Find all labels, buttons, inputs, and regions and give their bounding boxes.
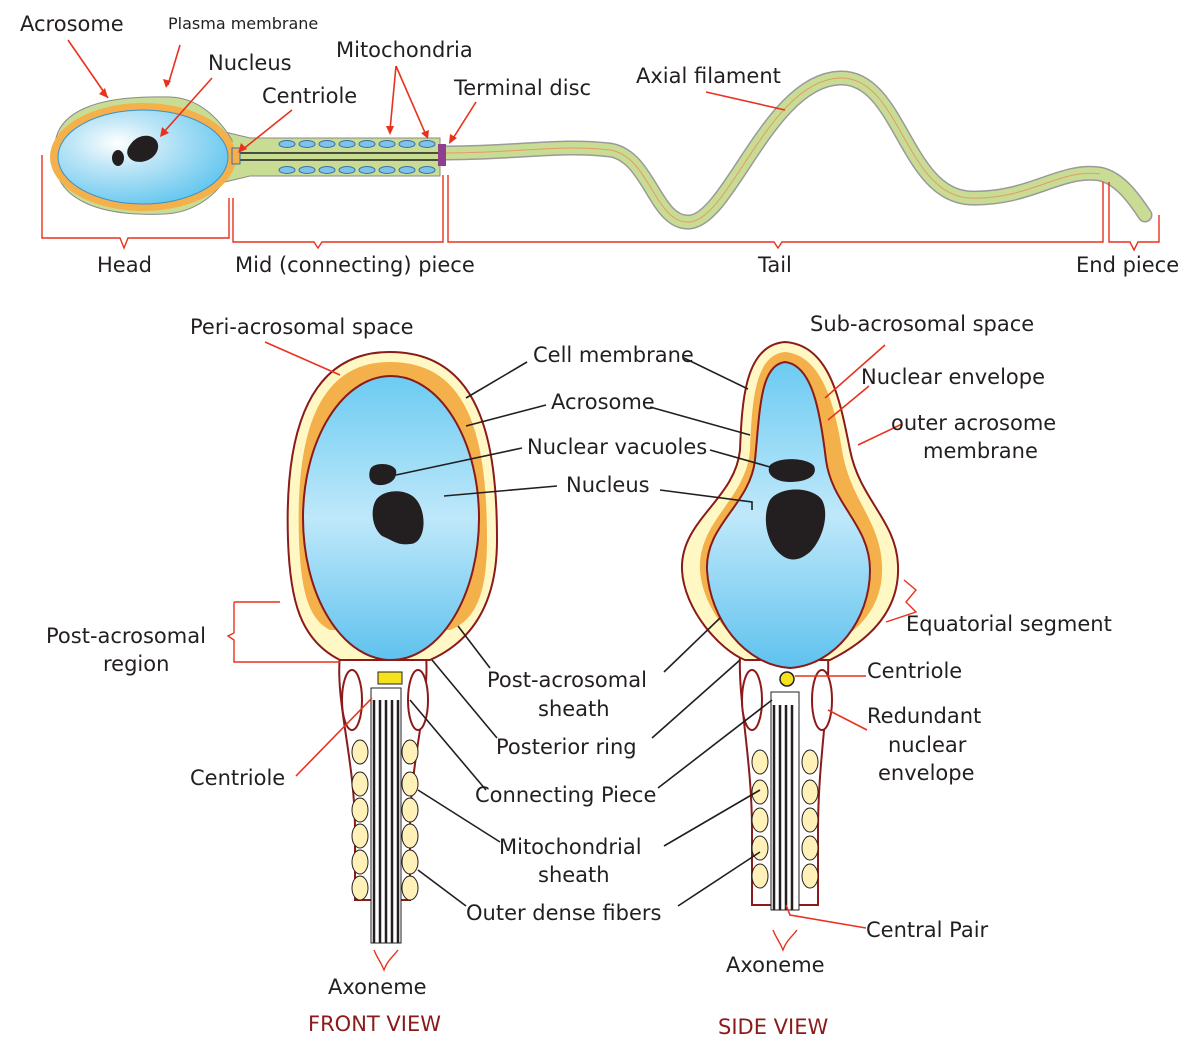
title-front-view: FRONT VIEW (308, 1012, 441, 1036)
label-plasma-membrane: Plasma membrane (168, 14, 318, 33)
label-nucleus-top: Nucleus (208, 51, 292, 75)
label-acrosome-bottom: Acrosome (551, 390, 655, 414)
label-post-acrosomal-sheath-line1: Post-acrosomal (487, 668, 647, 692)
front-view-illustration (286, 350, 499, 944)
label-nucleus-bottom: Nucleus (566, 473, 650, 497)
label-mitochondrial-sheath-line2: sheath (538, 863, 610, 887)
label-redundant-nuclear-envelope-line3: envelope (878, 761, 975, 785)
label-post-acrosomal-region-line2: region (103, 652, 169, 676)
label-terminal-disc: Terminal disc (453, 76, 591, 100)
label-tail: Tail (757, 253, 792, 277)
label-centriole-top: Centriole (262, 84, 357, 108)
label-posterior-ring: Posterior ring (496, 735, 637, 759)
label-post-acrosomal-sheath-line2: sheath (538, 697, 610, 721)
label-centriole-front: Centriole (190, 766, 285, 790)
label-outer-dense-fibers: Outer dense fibers (466, 901, 661, 925)
bottom-leader-lines (226, 341, 918, 972)
label-nuclear-vacuoles: Nuclear vacuoles (527, 435, 707, 459)
label-equatorial-segment: Equatorial segment (906, 612, 1112, 636)
label-axoneme-side: Axoneme (726, 953, 825, 977)
top-region-braces (41, 155, 1160, 252)
label-centriole-side: Centriole (867, 659, 962, 683)
label-end-piece: End piece (1076, 253, 1179, 277)
label-post-acrosomal-region-line1: Post-acrosomal (46, 624, 206, 648)
label-axial-filament: Axial filament (636, 64, 781, 88)
label-central-pair: Central Pair (866, 918, 989, 942)
label-head: Head (97, 253, 152, 277)
label-peri-acrosomal-space: Peri-acrosomal space (190, 315, 414, 339)
label-sub-acrosomal-space: Sub-acrosomal space (810, 312, 1034, 336)
label-redundant-nuclear-envelope-line1: Redundant (867, 704, 981, 728)
label-axoneme-front: Axoneme (328, 975, 427, 999)
label-outer-acrosome-membrane-line2: membrane (923, 439, 1038, 463)
side-view-illustration (680, 340, 900, 911)
label-cell-membrane: Cell membrane (533, 343, 694, 367)
title-side-view: SIDE VIEW (718, 1015, 828, 1039)
label-outer-acrosome-membrane-line1: outer acrosome (891, 411, 1056, 435)
label-redundant-nuclear-envelope-line2: nuclear (888, 733, 967, 757)
label-acrosome-top: Acrosome (20, 12, 124, 36)
whole-sperm-illustration (50, 70, 1153, 230)
top-leader-lines (67, 39, 786, 153)
label-mid-piece: Mid (connecting) piece (235, 253, 475, 277)
label-mitochondria: Mitochondria (336, 38, 473, 62)
label-mitochondrial-sheath-line1: Mitochondrial (499, 835, 642, 859)
label-nuclear-envelope: Nuclear envelope (861, 365, 1045, 389)
label-connecting-piece: Connecting Piece (475, 783, 656, 807)
